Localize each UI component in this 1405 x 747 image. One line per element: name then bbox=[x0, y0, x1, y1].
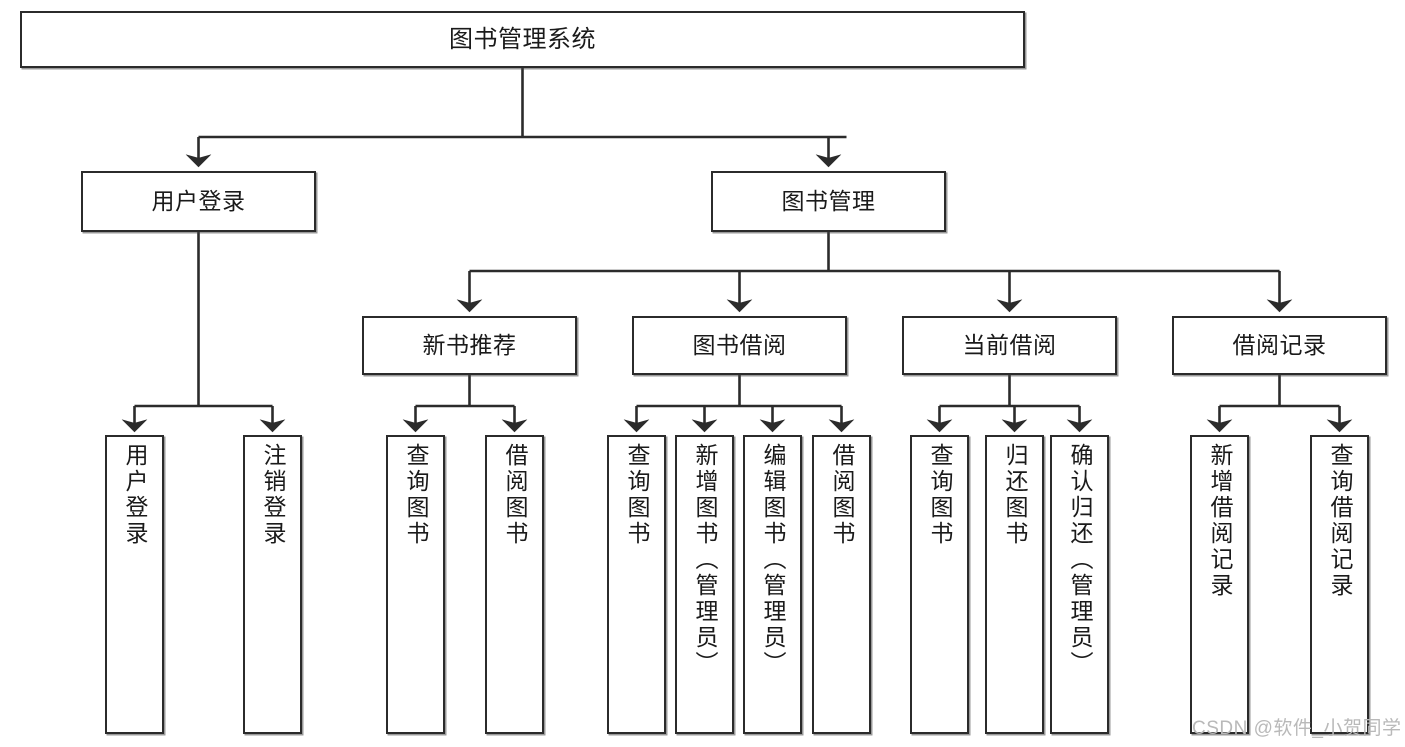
node-leaf-add-book[interactable]: 新增图书（管理员） bbox=[675, 435, 734, 734]
node-leaf-borrow-book-1[interactable]: 借阅图书 bbox=[485, 435, 544, 734]
node-leaf-query-book-1-label: 查询图书 bbox=[403, 443, 429, 547]
node-new-book-recommend[interactable]: 新书推荐 bbox=[362, 316, 577, 375]
watermark: CSDN @软件_小贺同学 bbox=[1192, 718, 1402, 739]
node-current-borrow[interactable]: 当前借阅 bbox=[902, 316, 1117, 375]
node-leaf-edit-book[interactable]: 编辑图书（管理员） bbox=[743, 435, 802, 734]
node-leaf-logout-label: 注销登录 bbox=[260, 443, 286, 547]
node-leaf-add-record[interactable]: 新增借阅记录 bbox=[1190, 435, 1249, 734]
node-leaf-user-login[interactable]: 用户登录 bbox=[105, 435, 164, 734]
node-leaf-query-record-label: 查询借阅记录 bbox=[1327, 443, 1353, 599]
node-book-borrow[interactable]: 图书借阅 bbox=[632, 316, 847, 375]
node-leaf-query-book-2-label: 查询图书 bbox=[624, 443, 650, 547]
node-current-borrow-label: 当前借阅 bbox=[962, 332, 1057, 359]
node-leaf-add-record-label: 新增借阅记录 bbox=[1207, 443, 1233, 599]
node-user-login[interactable]: 用户登录 bbox=[81, 171, 316, 232]
node-leaf-edit-book-label: 编辑图书（管理员） bbox=[760, 443, 786, 677]
node-book-borrow-label: 图书借阅 bbox=[692, 332, 787, 359]
node-leaf-borrow-book-2-label: 借阅图书 bbox=[829, 443, 855, 547]
node-leaf-logout[interactable]: 注销登录 bbox=[243, 435, 302, 734]
node-leaf-return-book-label: 归还图书 bbox=[1002, 443, 1028, 547]
node-user-login-label: 用户登录 bbox=[151, 188, 246, 215]
node-borrow-record-label: 借阅记录 bbox=[1232, 332, 1327, 359]
node-book-manage-label: 图书管理 bbox=[781, 188, 876, 215]
node-leaf-borrow-book-2[interactable]: 借阅图书 bbox=[812, 435, 871, 734]
node-leaf-confirm-return[interactable]: 确认归还（管理员） bbox=[1050, 435, 1109, 734]
node-leaf-query-book-3[interactable]: 查询图书 bbox=[910, 435, 969, 734]
node-leaf-confirm-return-label: 确认归还（管理员） bbox=[1067, 443, 1093, 677]
node-leaf-query-book-2[interactable]: 查询图书 bbox=[607, 435, 666, 734]
node-leaf-user-login-label: 用户登录 bbox=[122, 443, 148, 547]
node-root-label: 图书管理系统 bbox=[449, 25, 596, 53]
node-leaf-add-book-label: 新增图书（管理员） bbox=[692, 443, 718, 677]
node-leaf-return-book[interactable]: 归还图书 bbox=[985, 435, 1044, 734]
node-leaf-query-record[interactable]: 查询借阅记录 bbox=[1310, 435, 1369, 734]
node-root[interactable]: 图书管理系统 bbox=[20, 11, 1025, 68]
node-new-book-recommend-label: 新书推荐 bbox=[422, 332, 517, 359]
node-book-manage[interactable]: 图书管理 bbox=[711, 171, 946, 232]
node-leaf-borrow-book-1-label: 借阅图书 bbox=[502, 443, 528, 547]
node-borrow-record[interactable]: 借阅记录 bbox=[1172, 316, 1387, 375]
node-leaf-query-book-1[interactable]: 查询图书 bbox=[386, 435, 445, 734]
node-leaf-query-book-3-label: 查询图书 bbox=[927, 443, 953, 547]
